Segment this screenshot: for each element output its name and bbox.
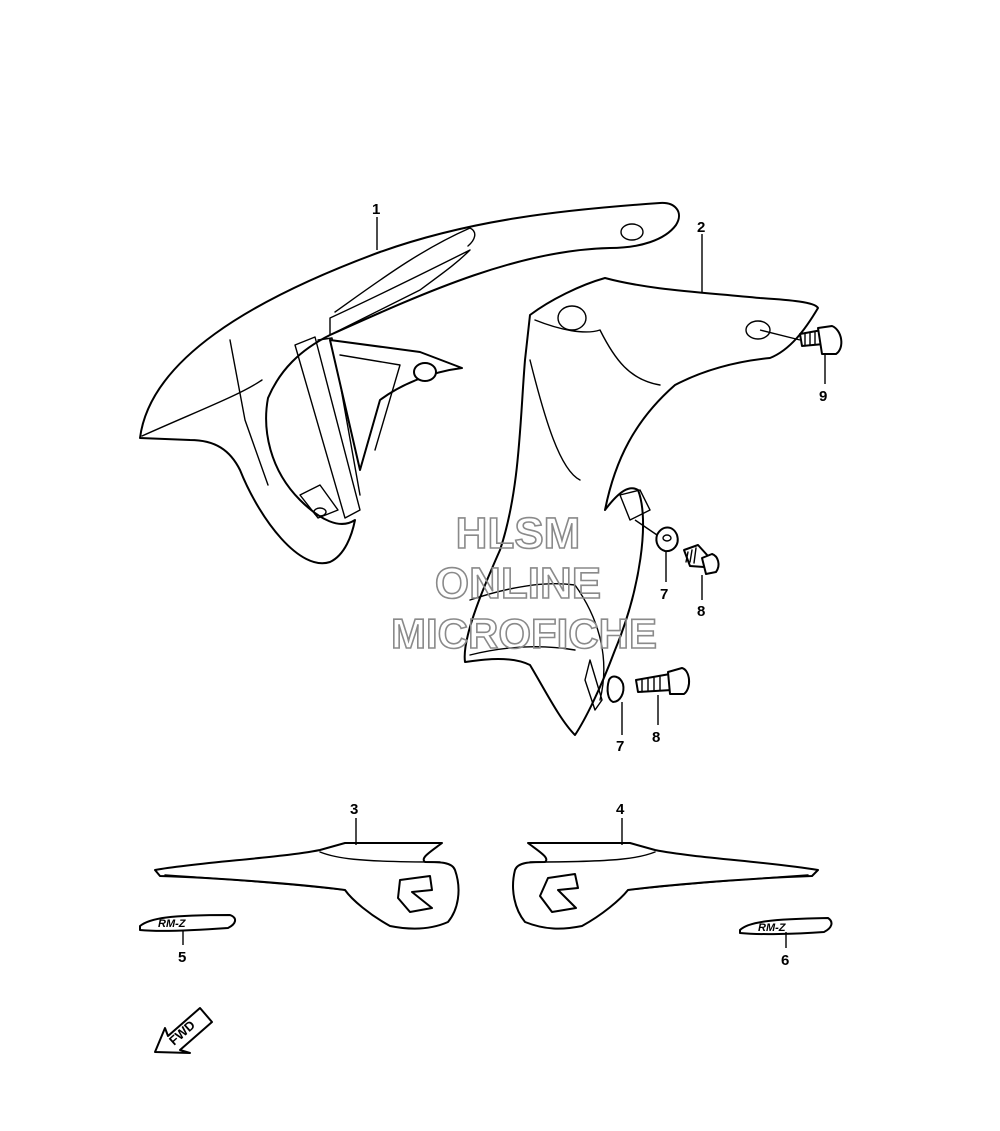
callout-6[interactable]: 6 bbox=[781, 952, 789, 969]
emblem-5-text: RM-Z bbox=[158, 918, 187, 930]
callout-labels: 1 2 3 4 5 6 7 7 8 8 9 bbox=[178, 201, 827, 969]
part-8-bolt-lower[interactable] bbox=[635, 667, 690, 695]
callout-2[interactable]: 2 bbox=[697, 219, 705, 236]
watermark: HLSM ONLINE MICROFICHE bbox=[390, 508, 658, 658]
part-4-shroud-decal[interactable] bbox=[512, 842, 819, 930]
part-7-washer-upper[interactable] bbox=[655, 526, 679, 553]
callout-3[interactable]: 3 bbox=[350, 801, 358, 818]
part-6-emblem[interactable]: RM-Z bbox=[739, 917, 833, 936]
part-2-radiator-shroud[interactable] bbox=[463, 277, 819, 736]
callout-7-lower[interactable]: 7 bbox=[616, 738, 624, 755]
part-8-bolt-upper[interactable] bbox=[683, 544, 720, 575]
part-1-radiator-shroud[interactable] bbox=[139, 201, 680, 565]
part-7-washer-lower[interactable] bbox=[606, 675, 625, 703]
part-3-shroud-decal[interactable] bbox=[154, 842, 460, 930]
emblem-6-text: RM-Z bbox=[758, 922, 787, 934]
fwd-direction-arrow: FWD bbox=[154, 1007, 213, 1054]
callout-9[interactable]: 9 bbox=[819, 388, 827, 405]
leader-lines bbox=[182, 217, 826, 948]
callout-5[interactable]: 5 bbox=[178, 949, 186, 966]
part-9-bolt[interactable] bbox=[799, 325, 843, 355]
callout-1[interactable]: 1 bbox=[372, 201, 380, 218]
watermark-line-3: MICROFICHE bbox=[391, 610, 657, 657]
callout-4[interactable]: 4 bbox=[616, 801, 625, 818]
watermark-line-2: ONLINE bbox=[435, 559, 601, 608]
callout-7-upper[interactable]: 7 bbox=[660, 586, 668, 603]
callout-8-upper[interactable]: 8 bbox=[697, 603, 705, 620]
watermark-line-1: HLSM bbox=[456, 509, 581, 558]
part-5-emblem[interactable]: RM-Z bbox=[139, 914, 236, 932]
callout-8-lower[interactable]: 8 bbox=[652, 729, 660, 746]
